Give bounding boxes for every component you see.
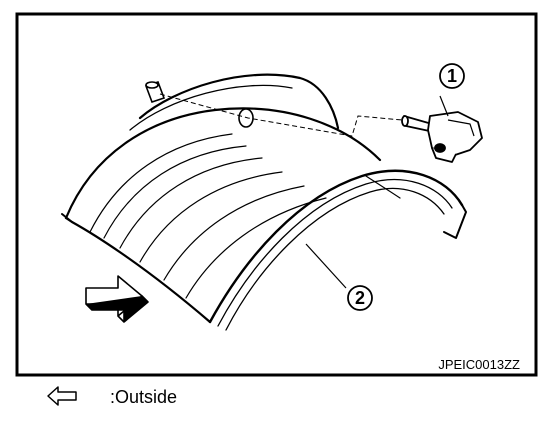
- callout-2: 2: [305, 243, 373, 311]
- callout-2-label: 2: [355, 288, 365, 308]
- outside-direction-arrow: [85, 275, 149, 323]
- legend: :Outside: [47, 386, 177, 407]
- assembly-guide-line: [159, 93, 403, 137]
- figure-code: JPEIC0013ZZ: [438, 357, 520, 372]
- valve-cap: [144, 80, 166, 104]
- legend-text: :Outside: [110, 387, 177, 407]
- callout-1: 1: [439, 63, 465, 117]
- tpms-sensor: [401, 111, 483, 163]
- hollow-arrow-left-icon: [47, 386, 77, 406]
- callout-1-label: 1: [447, 66, 457, 86]
